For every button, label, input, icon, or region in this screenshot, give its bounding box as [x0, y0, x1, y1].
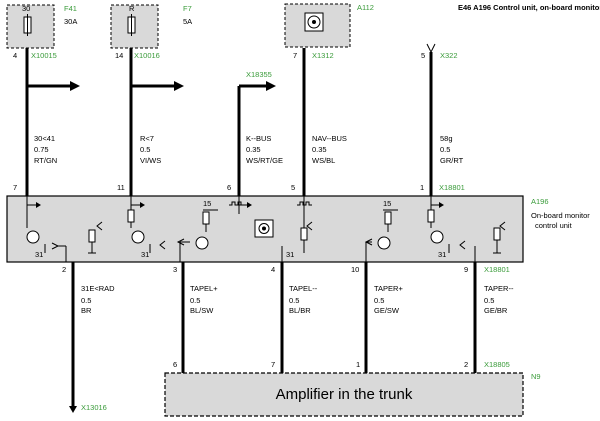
svg-text:0.5: 0.5 [81, 296, 91, 305]
svg-text:TAPEL--: TAPEL-- [289, 284, 318, 293]
svg-text:4: 4 [13, 51, 17, 60]
svg-text:4: 4 [271, 265, 275, 274]
top-wire-58g: 58g 0.5 GR/RT 1 X18801 [420, 52, 465, 196]
svg-text:K--BUS: K--BUS [246, 134, 271, 143]
svg-text:0.5: 0.5 [374, 296, 384, 305]
svg-text:31: 31 [438, 250, 446, 259]
svg-text:A112: A112 [357, 3, 374, 12]
svg-text:VI/WS: VI/WS [140, 156, 161, 165]
svg-text:0.5: 0.5 [484, 296, 494, 305]
svg-text:0.35: 0.35 [246, 145, 261, 154]
svg-text:31: 31 [286, 250, 294, 259]
svg-text:BL/SW: BL/SW [190, 306, 214, 315]
svg-text:F41: F41 [64, 4, 77, 13]
module-a112: A112 7 X1312 [284, 3, 374, 60]
connector-x18355: X18355 [246, 70, 272, 79]
fuse-f41: 30 F41 30A 4 X10015 [6, 4, 77, 60]
svg-text:1: 1 [420, 183, 424, 192]
bottom-wire-taper-plus: 10 TAPER+ 0.5 GE/SW 1 [351, 262, 403, 373]
svg-text:30: 30 [22, 4, 30, 13]
svg-text:F7: F7 [183, 4, 192, 13]
svg-text:5A: 5A [183, 17, 192, 26]
svg-text:1: 1 [356, 360, 360, 369]
diagram-title: E46 A196 Control unit, on-board monitor [458, 3, 600, 12]
svg-text:0.5: 0.5 [289, 296, 299, 305]
svg-text:6: 6 [227, 183, 231, 192]
bottom-wire-tapel-minus: 4 TAPEL-- 0.5 BL/BR 7 [271, 262, 318, 373]
bottom-wire-ground: 2 31E<RAD 0.5 BR X13016 [62, 262, 115, 413]
svg-text:R: R [129, 4, 135, 13]
svg-text:31E<RAD: 31E<RAD [81, 284, 115, 293]
fuse-f7: R F7 5A 14 X10016 [110, 4, 192, 60]
svg-text:31: 31 [141, 250, 149, 259]
nav-stage: 31 [281, 196, 313, 262]
bottom-wire-tapel-plus: 3 TAPEL+ 0.5 BL/SW 6 [173, 262, 218, 373]
svg-text:WS/RT/GE: WS/RT/GE [246, 156, 283, 165]
svg-text:GR/RT: GR/RT [440, 156, 464, 165]
svg-text:58g: 58g [440, 134, 453, 143]
input-stage-1: 31 [26, 196, 103, 262]
svg-text:11: 11 [117, 183, 125, 192]
svg-text:5: 5 [291, 183, 295, 192]
svg-text:RT/GN: RT/GN [34, 156, 57, 165]
svg-text:control unit: control unit [535, 221, 573, 230]
svg-text:N9: N9 [531, 372, 541, 381]
input-stage-2: 31 [127, 196, 166, 259]
svg-text:30A: 30A [64, 17, 77, 26]
svg-text:15: 15 [383, 199, 391, 208]
top-wire-navbus: NAV--BUS 0.35 WS/BL 5 [291, 48, 347, 196]
svg-text:A196: A196 [531, 197, 549, 206]
svg-text:X322: X322 [440, 51, 458, 60]
svg-text:TAPEL+: TAPEL+ [190, 284, 218, 293]
svg-text:7: 7 [293, 51, 297, 60]
svg-text:X18801: X18801 [484, 265, 510, 274]
svg-text:BL/BR: BL/BR [289, 306, 311, 315]
svg-text:X1312: X1312 [312, 51, 334, 60]
svg-text:R<7: R<7 [140, 134, 154, 143]
svg-text:31: 31 [35, 250, 43, 259]
top-wire-r: R<7 0.5 VI/WS 11 [117, 48, 184, 196]
svg-text:GE/SW: GE/SW [374, 306, 400, 315]
svg-text:6: 6 [173, 360, 177, 369]
control-unit-a196: A196 On-board monitor control unit 31 [6, 195, 590, 263]
svg-text:TAPER--: TAPER-- [484, 284, 514, 293]
svg-text:TAPER+: TAPER+ [374, 284, 403, 293]
svg-text:9: 9 [464, 265, 468, 274]
svg-text:7: 7 [271, 360, 275, 369]
svg-text:Amplifier in the trunk: Amplifier in the trunk [276, 386, 413, 403]
svg-text:5: 5 [421, 51, 425, 60]
svg-text:0.75: 0.75 [34, 145, 49, 154]
svg-text:7: 7 [13, 183, 17, 192]
svg-text:On-board monitor: On-board monitor [531, 211, 590, 220]
connector-x322: 5 X322 [421, 43, 458, 60]
svg-text:NAV--BUS: NAV--BUS [312, 134, 347, 143]
svg-text:0.5: 0.5 [190, 296, 200, 305]
svg-text:10: 10 [351, 265, 359, 274]
svg-text:0.5: 0.5 [140, 145, 150, 154]
top-wire-30: 30<41 0.75 RT/GN 7 [13, 48, 80, 196]
svg-text:GE/BR: GE/BR [484, 306, 508, 315]
bus-stage: 15 [176, 196, 312, 262]
svg-text:X18801: X18801 [439, 183, 465, 192]
svg-text:3: 3 [173, 265, 177, 274]
svg-text:BR: BR [81, 306, 92, 315]
svg-text:0.35: 0.35 [312, 145, 327, 154]
svg-text:X10015: X10015 [31, 51, 57, 60]
svg-text:WS/BL: WS/BL [312, 156, 335, 165]
output-stage-1: 15 [364, 199, 398, 262]
bottom-wire-taper-minus: 9 X18801 TAPER-- 0.5 GE/BR 2 X18805 [464, 262, 514, 373]
svg-text:2: 2 [464, 360, 468, 369]
top-wire-kbus: K--BUS 0.35 WS/RT/GE 6 [227, 81, 283, 196]
svg-text:X10016: X10016 [134, 51, 160, 60]
svg-text:15: 15 [203, 199, 211, 208]
amplifier-n9: N9 Amplifier in the trunk [164, 372, 541, 417]
svg-text:X18805: X18805 [484, 360, 510, 369]
svg-text:14: 14 [115, 51, 123, 60]
svg-text:X13016: X13016 [81, 403, 107, 412]
svg-text:30<41: 30<41 [34, 134, 55, 143]
svg-text:0.5: 0.5 [440, 145, 450, 154]
input-stage-3: 31 [427, 196, 506, 262]
svg-text:2: 2 [62, 265, 66, 274]
